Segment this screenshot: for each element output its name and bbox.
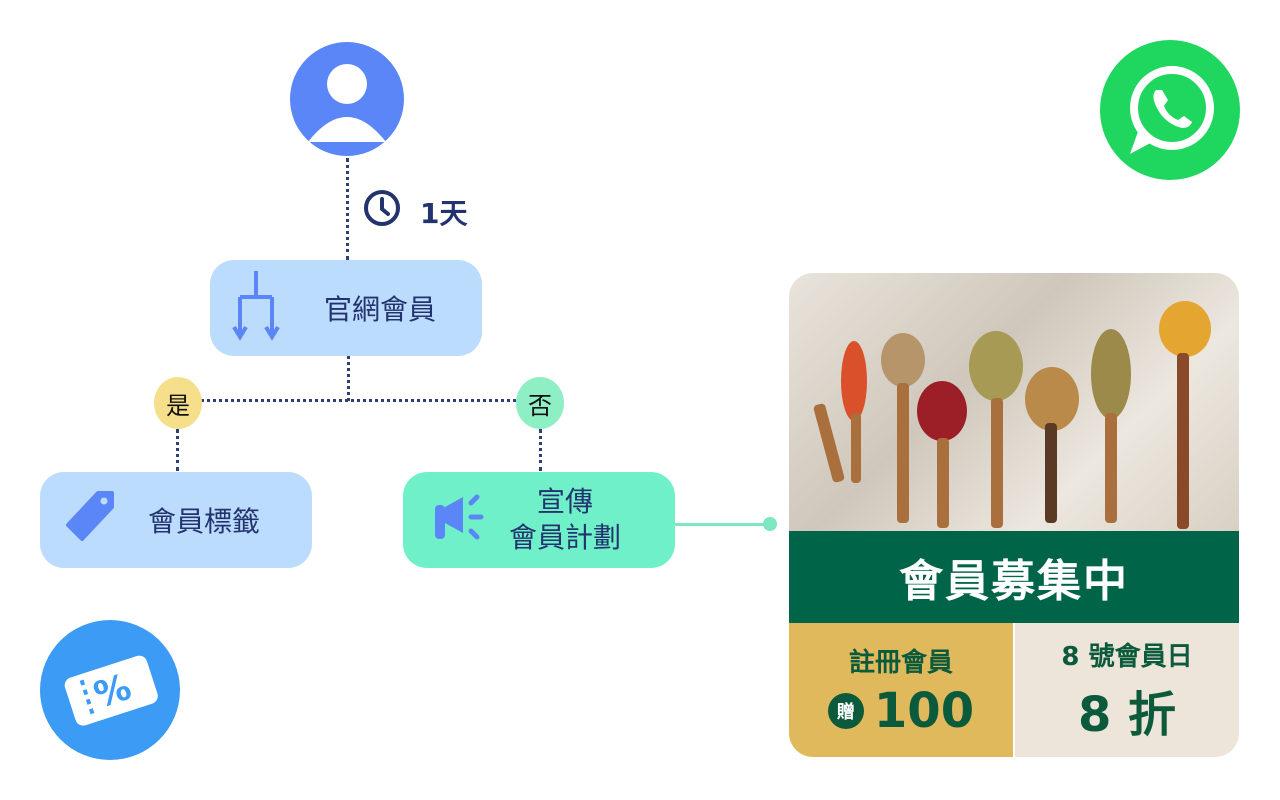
whatsapp-icon <box>1100 40 1240 180</box>
signup-title: 註冊會員 <box>848 647 953 678</box>
tag-label: 會員標籤 <box>148 505 261 538</box>
gift-value: 100 <box>873 682 975 739</box>
member-day-discount: 8 折 <box>1077 686 1177 743</box>
spices-photo <box>789 273 1239 531</box>
connector-line <box>347 356 350 401</box>
coupon-icon: % <box>40 620 180 760</box>
connector-line <box>346 158 349 260</box>
megaphone-icon <box>431 489 487 552</box>
tag-icon <box>62 489 118 552</box>
condition-node[interactable]: 官網會員 <box>210 260 482 356</box>
tag-node[interactable]: 會員標籤 <box>40 472 312 568</box>
card-connector <box>675 523 770 526</box>
delay-label: 1天 <box>420 197 468 230</box>
card-connector-dot <box>763 517 777 531</box>
yes-badge: 是 <box>154 377 202 429</box>
member-day-offer: 8 號會員日 8 折 <box>1015 623 1239 757</box>
split-icon <box>232 269 280 348</box>
connector-line <box>176 429 179 471</box>
clock-icon <box>362 188 402 232</box>
user-avatar-icon <box>290 42 404 156</box>
member-day-title: 8 號會員日 <box>1061 641 1193 672</box>
no-badge: 否 <box>516 377 564 429</box>
promote-node[interactable]: 宣傳 會員計劃 <box>403 472 675 568</box>
promote-label-line1: 宣傳 <box>537 485 594 518</box>
headline: 會員募集中 <box>789 531 1239 623</box>
promo-card: 會員募集中 註冊會員 贈 100 8 號會員日 8 折 <box>789 273 1239 757</box>
signup-offer: 註冊會員 贈 100 <box>789 623 1013 757</box>
connector-line <box>539 429 542 471</box>
promote-label-line2: 會員計劃 <box>509 521 622 554</box>
gift-badge: 贈 <box>827 692 864 729</box>
connector-line <box>178 399 540 402</box>
condition-label: 官網會員 <box>324 293 437 326</box>
